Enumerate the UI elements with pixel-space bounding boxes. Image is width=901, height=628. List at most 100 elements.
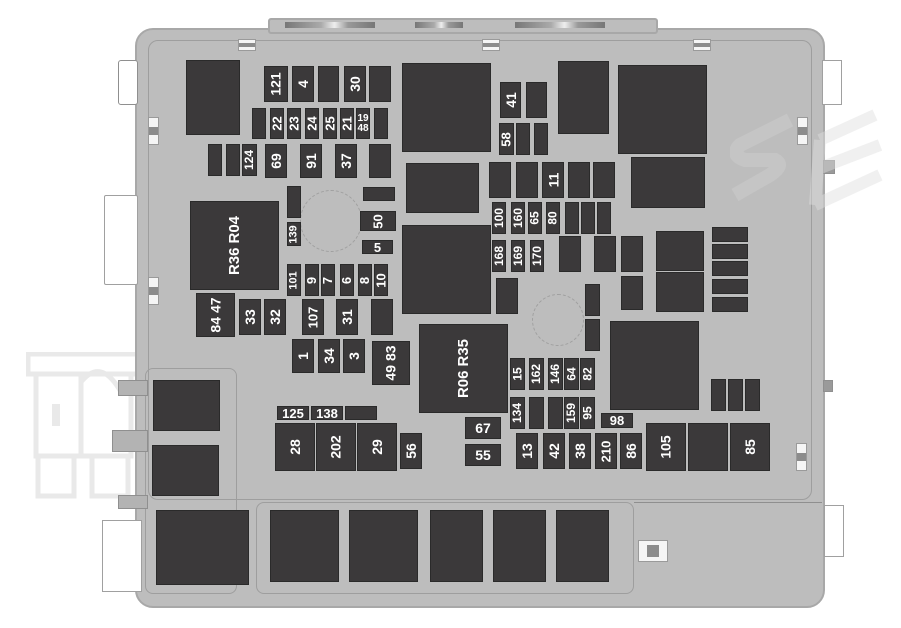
fuse-f162: 162 bbox=[529, 358, 544, 390]
fuse-label: 86 bbox=[623, 443, 639, 459]
fuse-label-primary: 170 bbox=[530, 245, 544, 267]
fuse-f-blank-z bbox=[585, 284, 600, 316]
fuse-f28: 28 bbox=[275, 423, 315, 471]
fuse-label: 13 bbox=[518, 443, 535, 459]
fuse-label-primary: 121 bbox=[268, 72, 285, 96]
fuse-label: 23 bbox=[287, 116, 301, 131]
fuse-f-blank-o bbox=[516, 162, 538, 198]
fuse-f-blank-f bbox=[226, 144, 240, 176]
fuse-f91: 91 bbox=[300, 144, 322, 178]
fuse-f80: 80 bbox=[546, 202, 560, 234]
mounting-clip bbox=[104, 195, 138, 285]
fuse-f-blank-ac bbox=[548, 397, 563, 429]
mounting-tab bbox=[823, 160, 835, 174]
inner-tray-outline bbox=[148, 40, 812, 500]
fuse-label: 9 bbox=[306, 276, 318, 283]
fuse-label: 28 bbox=[286, 439, 303, 455]
watermark-fuse-icon bbox=[26, 352, 156, 499]
fuse-f124: 124 bbox=[242, 144, 257, 176]
fuse-label-primary: 30 bbox=[346, 76, 363, 92]
fuse-label-primary: 107 bbox=[305, 306, 321, 328]
fuse-f-blank-y bbox=[496, 278, 518, 314]
fuse-f-blank-ag bbox=[712, 261, 748, 276]
bottom-relay-compartment bbox=[256, 502, 634, 594]
fuse-label: 37 bbox=[338, 153, 354, 169]
fuse-label-primary: 98 bbox=[609, 413, 625, 428]
fuse-label: 139 bbox=[288, 225, 300, 243]
fuse-f42: 42 bbox=[543, 433, 565, 469]
fuse-label: 21 bbox=[341, 116, 353, 130]
fuse-f11: 11 bbox=[542, 162, 564, 198]
fuse-label-primary: 169 bbox=[511, 245, 525, 267]
fuse-label: 7 bbox=[322, 276, 334, 283]
fuse-label: 24 bbox=[306, 116, 318, 130]
latch-window bbox=[796, 443, 807, 471]
fuse-label: 15 bbox=[510, 367, 525, 381]
fuse-f95: 95 bbox=[580, 397, 595, 429]
relay-label-primary: R06 bbox=[455, 370, 472, 399]
relay-label: 105 bbox=[658, 435, 674, 458]
fuse-f-blank-p bbox=[568, 162, 590, 198]
fuse-label-primary: 5 bbox=[373, 240, 382, 254]
top-vent-bar bbox=[285, 22, 375, 28]
fuse-f159: 159 bbox=[564, 397, 579, 429]
fuse-label-primary: 13 bbox=[518, 443, 535, 459]
fuse-label-primary: 69 bbox=[267, 153, 284, 169]
fuse-label-primary: 28 bbox=[286, 439, 303, 455]
fuse-label-primary: 58 bbox=[499, 131, 514, 147]
fuse-label-primary: 84 bbox=[207, 317, 224, 333]
fuse-f-blank-v bbox=[594, 236, 616, 272]
fuse-label: 82 bbox=[581, 367, 594, 380]
fuse-f13: 13 bbox=[516, 433, 538, 469]
relay-r-right-mid bbox=[631, 157, 705, 208]
fuse-f10: 10 bbox=[374, 264, 388, 296]
fuse-f139: 139 bbox=[287, 222, 301, 246]
mounting-clip bbox=[112, 430, 148, 452]
fuse-f-blank-ah bbox=[712, 279, 748, 294]
fuse-f202: 202 bbox=[316, 423, 356, 471]
fuse-label-primary: 23 bbox=[287, 116, 301, 131]
relay-label-secondary: R04 bbox=[226, 215, 243, 244]
fuse-label-primary: 67 bbox=[475, 420, 491, 436]
relay-r105: 105 bbox=[646, 423, 686, 471]
fuse-label-secondary: 48 bbox=[357, 122, 369, 134]
fuse-f50: 50 bbox=[360, 211, 396, 231]
relay-label-primary: R36 bbox=[226, 247, 243, 276]
fuse-label: 69 bbox=[267, 153, 284, 169]
fuse-label: 22 bbox=[271, 116, 283, 130]
fuse-label: 67 bbox=[475, 421, 491, 435]
fuse-label-primary: 210 bbox=[598, 440, 614, 462]
fuse-label: 121 bbox=[268, 72, 285, 96]
fuse-label: 80 bbox=[547, 211, 559, 224]
fuse-f-blank-d bbox=[374, 108, 388, 139]
fuse-label: 159 bbox=[565, 403, 578, 423]
fuse-f64: 64 bbox=[564, 358, 579, 390]
fuse-f33: 33 bbox=[239, 299, 261, 335]
fuse-f4: 4 bbox=[292, 66, 314, 102]
fuse-label-primary: 6 bbox=[340, 276, 354, 284]
fuse-label-primary: 138 bbox=[316, 406, 338, 420]
fuse-label: 65 bbox=[529, 211, 541, 224]
fuse-label: 100 bbox=[493, 208, 505, 228]
fuse-label: 146 bbox=[549, 364, 562, 384]
fuse-f-blank-m bbox=[534, 123, 548, 155]
fuse-label-primary: 33 bbox=[241, 309, 258, 325]
relay-r-right-big bbox=[610, 321, 699, 410]
fuse-label-primary: 4 bbox=[294, 80, 311, 88]
fuse-f-blank-ak bbox=[728, 379, 743, 411]
fuse-f9: 9 bbox=[305, 264, 319, 296]
fuse-f-blank-r bbox=[565, 202, 579, 234]
top-vent-bar bbox=[415, 22, 463, 28]
fuse-label-primary: 50 bbox=[370, 213, 386, 229]
fuse-label-primary: 25 bbox=[323, 116, 337, 131]
fuse-label: 29 bbox=[369, 439, 385, 455]
fuse-label-secondary: 47 bbox=[207, 297, 224, 313]
mounting-clip bbox=[824, 505, 844, 557]
fuse-label-primary: 15 bbox=[510, 367, 525, 381]
fuse-label: 101 bbox=[288, 271, 300, 289]
top-vent-bar bbox=[515, 22, 605, 28]
mounting-clip bbox=[822, 60, 842, 105]
